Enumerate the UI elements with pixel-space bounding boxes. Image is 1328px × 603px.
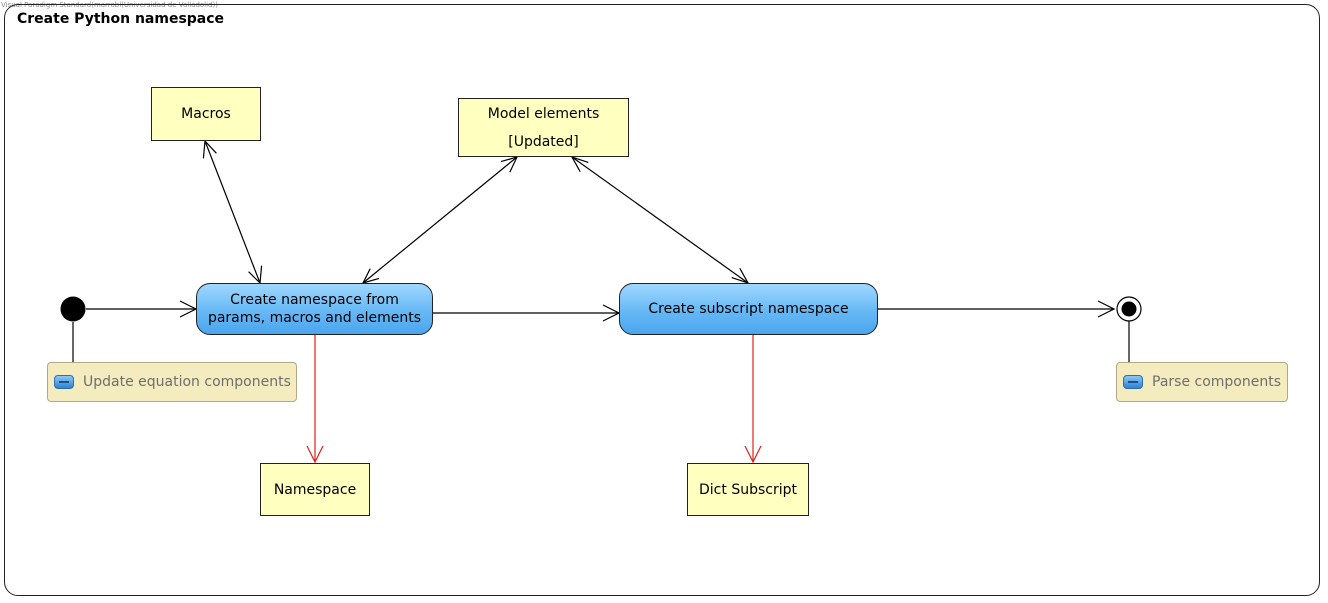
action-create-subscript-label: Create subscript namespace: [648, 301, 849, 317]
action-create-subscript-namespace[interactable]: Create subscript namespace: [619, 283, 878, 335]
watermark: Visual Paradigm Standard(marrobl(Univers…: [1, 1, 218, 9]
object-flow-to-dict-subscript[interactable]: [744, 335, 762, 464]
diagram-title: Create Python namespace: [17, 11, 225, 27]
flow-initial-to-create-namespace[interactable]: [86, 300, 198, 318]
flow-create-namespace-to-subscript[interactable]: [432, 304, 621, 322]
flow-macros-create-namespace[interactable]: [202, 139, 263, 285]
object-namespace-label: Namespace: [273, 481, 357, 498]
diagram-frame: [4, 4, 1320, 596]
object-model-elements-label: Model elements: [487, 105, 600, 122]
initial-node[interactable]: [60, 296, 86, 322]
note-update-equation-components[interactable]: Update equation components: [47, 362, 297, 402]
object-dict-subscript[interactable]: Dict Subscript: [687, 463, 809, 516]
object-macros[interactable]: Macros: [151, 87, 261, 141]
note-parse-components[interactable]: Parse components: [1116, 362, 1288, 402]
object-macros-label: Macros: [181, 106, 231, 122]
object-model-elements[interactable]: Model elements [Updated]: [458, 98, 629, 157]
flow-subscript-to-final[interactable]: [877, 300, 1116, 318]
action-create-namespace-line2: params, macros and elements: [207, 310, 422, 326]
flow-model-elements-create-subscript[interactable]: [570, 155, 750, 285]
object-dict-subscript-label: Dict Subscript: [699, 481, 797, 498]
activity-reference-icon: [1123, 375, 1143, 389]
activity-reference-icon: [54, 375, 74, 389]
object-model-elements-state: [Updated]: [508, 133, 579, 150]
action-create-namespace[interactable]: Create namespace from params, macros and…: [196, 283, 433, 335]
note-update-equation-label: Update equation components: [83, 374, 291, 390]
action-create-namespace-line1: Create namespace from: [230, 292, 399, 308]
note-parse-components-label: Parse components: [1152, 374, 1282, 390]
object-namespace[interactable]: Namespace: [260, 463, 370, 516]
flow-model-elements-create-namespace[interactable]: [361, 156, 519, 284]
object-flow-to-namespace[interactable]: [306, 335, 324, 464]
final-node[interactable]: [1116, 296, 1142, 322]
